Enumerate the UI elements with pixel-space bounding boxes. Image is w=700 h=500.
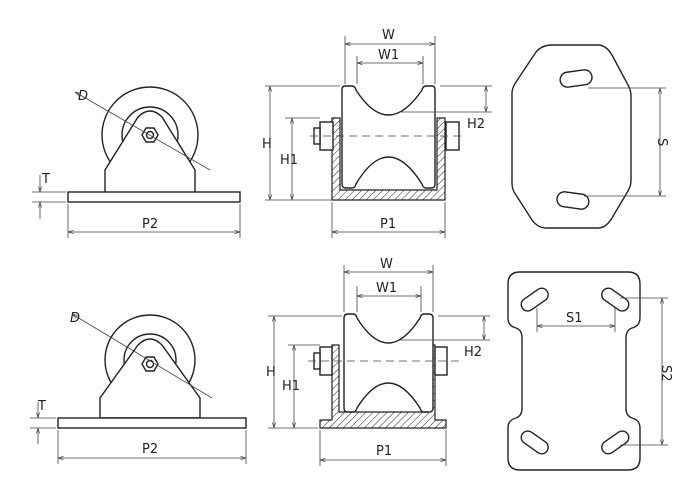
base-plate	[57, 417, 247, 429]
diameter-leader	[72, 314, 213, 399]
dim-D: D	[78, 89, 88, 104]
dim-S1: S1	[566, 311, 583, 326]
bottom-side-view: D T P2	[30, 311, 247, 464]
mounting-plate	[507, 271, 641, 471]
slot-bottom	[556, 191, 590, 210]
dim-H1: H1	[280, 153, 298, 168]
grooved-wheel	[341, 85, 436, 189]
slot-bottom-right	[601, 430, 630, 455]
top-side-view: D T P2	[32, 86, 241, 238]
bottom-front-view: W W1 H H1 H2 P1	[266, 257, 490, 466]
dim-H: H	[262, 137, 272, 152]
dim-H2: H2	[464, 345, 482, 360]
dim-W1: W1	[378, 48, 399, 63]
slot-top-left	[520, 287, 549, 312]
bracket	[104, 110, 196, 194]
dim-P1: P1	[376, 444, 392, 459]
bottom-plate-view: S1 S2	[507, 271, 673, 471]
dim-S: S	[654, 138, 669, 146]
axle-nut	[141, 356, 159, 372]
dim-P2: P2	[142, 442, 158, 457]
dim-T: T	[37, 399, 46, 414]
dim-P1: P1	[380, 217, 396, 232]
dim-D: D	[70, 311, 80, 326]
slot-bottom-left	[520, 430, 549, 455]
dim-P2: P2	[142, 217, 158, 232]
diameter-leader	[75, 92, 211, 171]
u-channel	[331, 117, 446, 201]
top-plate-view: S	[511, 44, 669, 229]
top-front-view: W W1 H H1 H2 P1	[262, 28, 492, 238]
grooved-wheel	[343, 313, 434, 413]
dim-W: W	[380, 257, 393, 272]
dim-H1: H1	[282, 379, 300, 394]
dim-W: W	[382, 28, 395, 43]
slot-top-right	[601, 287, 630, 312]
bracket	[99, 338, 201, 419]
slot-top	[559, 69, 593, 88]
dim-W1: W1	[376, 281, 397, 296]
dim-S2: S2	[658, 365, 673, 382]
dim-H: H	[266, 365, 276, 380]
dim-H2: H2	[467, 117, 485, 132]
base-plate	[67, 191, 241, 203]
mounting-plate	[511, 44, 632, 229]
dim-T: T	[41, 172, 50, 187]
